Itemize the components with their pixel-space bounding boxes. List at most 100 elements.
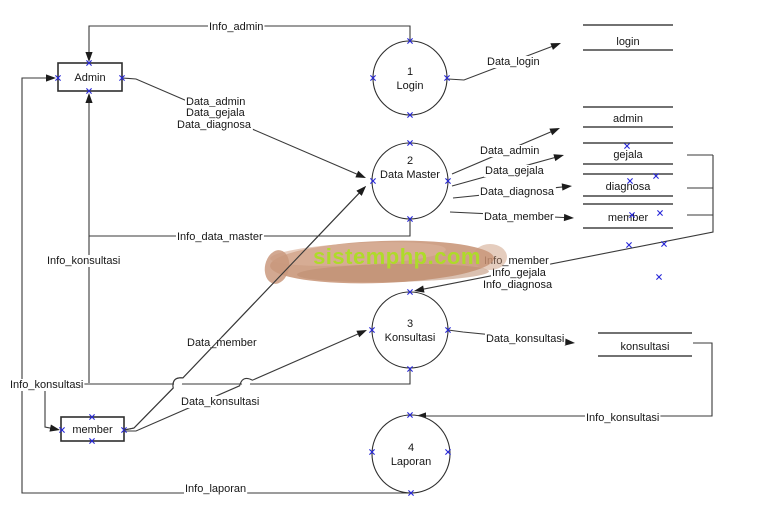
process-number: 4 (408, 442, 414, 454)
flows-over-watermark (123, 186, 366, 431)
label-backing (176, 231, 264, 243)
flow-label: Info_gejala (492, 267, 547, 279)
x-mark-icon (369, 327, 375, 333)
x-mark-icon (407, 289, 413, 295)
process-circle (372, 40, 448, 116)
label-data-member-right: Data_member (483, 211, 556, 223)
flow-line (123, 191, 361, 431)
store-gejala: gejala (583, 142, 673, 165)
flow-label: Info_konsultasi (586, 412, 659, 424)
flow-label: Data_konsultasi (486, 333, 564, 345)
flow-info-konsultasi-to-laporan (416, 342, 713, 420)
x-mark-icon (86, 60, 92, 66)
flow-line (424, 342, 713, 417)
arrowhead-icon (553, 154, 564, 162)
x-mark-icon (89, 414, 95, 420)
process-label: Laporan (391, 456, 431, 468)
store-login: login (583, 24, 673, 51)
label-backing (484, 165, 546, 177)
flow-data-member-flow (123, 186, 366, 431)
label-backing (176, 119, 253, 131)
arrowhead-icon (49, 424, 60, 432)
flow-label: Info_member (484, 255, 549, 267)
x-mark-icon (407, 412, 413, 418)
label-backing (479, 145, 541, 157)
flow-admin-to-data-master (121, 77, 366, 178)
entity-label: member (72, 424, 113, 436)
arrowhead-icon (564, 338, 575, 346)
x-mark-icon (55, 75, 61, 81)
x-mark-icon (59, 427, 65, 433)
store-label: member (608, 212, 649, 224)
label-data-gejala-right: Data_gejala (484, 165, 546, 177)
label-data-konsultasi-right: Data_konsultasi (485, 333, 566, 345)
x-mark-icon (661, 241, 667, 247)
label-backing (585, 412, 661, 424)
store-label: konsultasi (621, 341, 670, 353)
process-number: 3 (407, 318, 413, 330)
store-member: member (583, 203, 673, 229)
arrowhead-icon (46, 74, 56, 82)
label-info-member: Info_member (483, 255, 551, 267)
label-backing (185, 96, 247, 108)
line-hop-gap (173, 378, 183, 388)
watermark-text: sistemphp.com (313, 244, 481, 269)
label-info-konsultasi-left: Info_konsultasi (9, 379, 85, 391)
watermark-brush-blob (297, 263, 489, 283)
arrowhead-icon (85, 52, 93, 62)
x-mark-icon (626, 242, 632, 248)
x-mark-icon (119, 75, 125, 81)
arrowhead-icon (563, 213, 574, 222)
process-label: Login (397, 80, 424, 92)
label-backing (46, 255, 122, 267)
label-backing (185, 107, 247, 119)
process-label: Konsultasi (385, 332, 436, 344)
store-konsultasi: konsultasi (598, 332, 692, 357)
x-mark-icon (86, 88, 92, 94)
arrowhead-icon (356, 330, 367, 338)
flow-label: Data_gejala (186, 107, 246, 119)
x-mark-icon (407, 38, 413, 44)
label-data-admin-right: Data_admin (479, 145, 541, 157)
label-backing (184, 483, 248, 495)
flow-labels: Info_adminData_loginData_adminData_gejal… (9, 21, 661, 495)
label-backing (479, 186, 556, 198)
process-number: 1 (407, 66, 413, 78)
label-data-gejala-left: Data_gejala (185, 107, 247, 119)
line-hop-gap (241, 378, 251, 388)
flow-line (123, 191, 361, 431)
x-mark-icon (444, 75, 450, 81)
store-label: admin (613, 113, 643, 125)
process-circle (371, 414, 451, 494)
label-backing (482, 279, 554, 291)
label-backing (9, 379, 85, 391)
label-backing (180, 396, 261, 408)
label-backing (491, 267, 548, 279)
entity-member: member (60, 416, 125, 442)
flow-label: Info_admin (209, 21, 263, 33)
flow-line (121, 77, 359, 176)
x-mark-icon (89, 438, 95, 444)
store-diagnosa: diagnosa (583, 173, 673, 197)
flow-info-data-master (85, 93, 411, 237)
arrowhead-icon (355, 170, 366, 178)
label-info-admin: Info_admin (208, 21, 265, 33)
x-mark-icon (369, 449, 375, 455)
x-mark-icon (653, 173, 659, 179)
label-backing (486, 56, 541, 68)
entity-box (57, 62, 123, 92)
flow-label: Data_diagnosa (177, 119, 252, 131)
x-mark-icon (407, 216, 413, 222)
label-data-diagnosa-right: Data_diagnosa (479, 186, 556, 198)
arrowhead-icon (414, 285, 425, 293)
arrowhead-icon (550, 43, 561, 50)
flow-label: Info_laporan (185, 483, 246, 495)
label-backing (208, 21, 265, 33)
label-info-gejala: Info_gejala (491, 267, 548, 279)
flow-data-konsultasi-flow (124, 330, 367, 432)
flow-label: Data_member (187, 337, 257, 349)
flow-label: Data_diagnosa (480, 186, 555, 198)
